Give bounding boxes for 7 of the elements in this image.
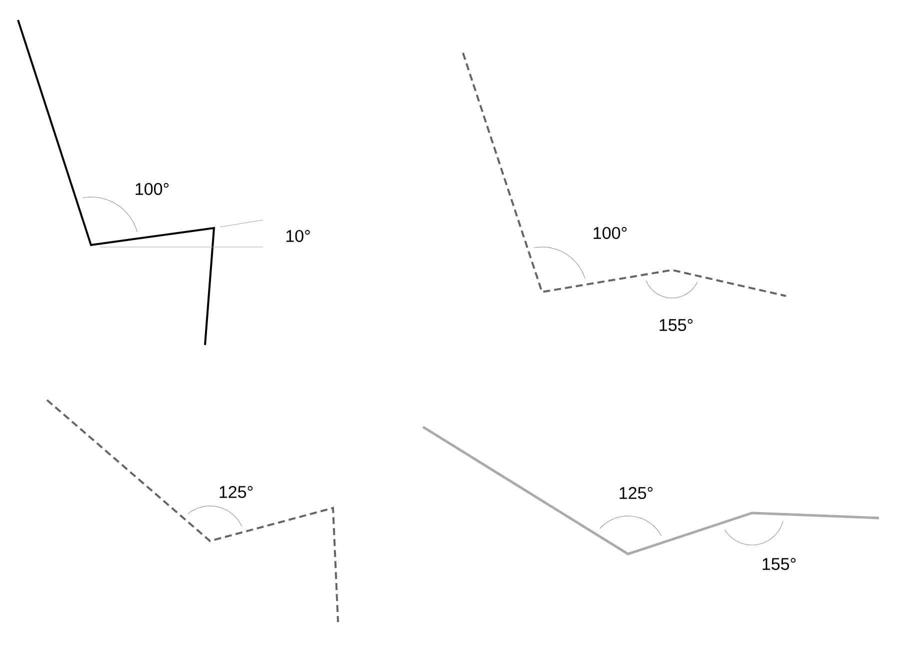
- angle-label: 100°: [136, 182, 169, 196]
- angle-label: 125°: [220, 486, 253, 498]
- angle-label: 155°: [762, 558, 796, 570]
- angle-label: 125°: [620, 486, 653, 500]
- angle-label: 100°: [594, 226, 627, 240]
- angle-label: 155°: [660, 318, 693, 332]
- angle-label: 10°: [286, 230, 310, 242]
